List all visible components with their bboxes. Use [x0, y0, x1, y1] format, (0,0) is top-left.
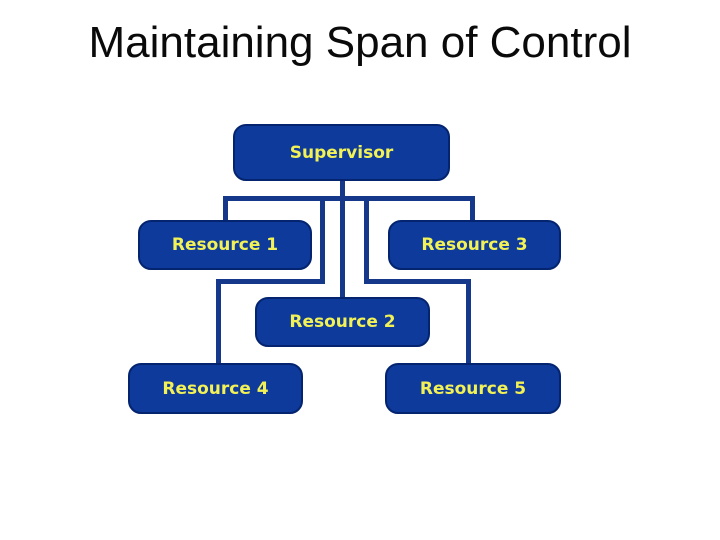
connector-drop-to-resource4 [216, 282, 221, 365]
node-supervisor: Supervisor [233, 124, 450, 181]
connector-drop-to-resource1 [223, 199, 228, 222]
node-resource-3-label: Resource 3 [421, 235, 528, 255]
connector-right-horizontal-bar [364, 279, 471, 284]
connector-left-horizontal-bar [216, 279, 325, 284]
slide-title: Maintaining Span of Control [88, 18, 632, 67]
node-resource-2-label: Resource 2 [289, 312, 396, 332]
node-resource-2: Resource 2 [255, 297, 430, 347]
node-resource-1: Resource 1 [138, 220, 312, 270]
connector-supervisor-to-resource2 [340, 179, 345, 299]
connector-right-branch-vertical [364, 199, 369, 284]
connector-drop-to-resource5 [466, 282, 471, 365]
node-resource-4: Resource 4 [128, 363, 303, 414]
node-resource-1-label: Resource 1 [171, 235, 279, 255]
node-supervisor-label: Supervisor [289, 142, 394, 163]
node-resource-3: Resource 3 [388, 220, 561, 270]
node-resource-5: Resource 5 [385, 363, 561, 414]
connector-top-horizontal-bar [223, 196, 475, 201]
node-resource-5-label: Resource 5 [419, 378, 527, 399]
connector-left-branch-vertical [320, 199, 325, 284]
node-resource-4-label: Resource 4 [162, 378, 269, 399]
connector-drop-to-resource3 [470, 199, 475, 222]
